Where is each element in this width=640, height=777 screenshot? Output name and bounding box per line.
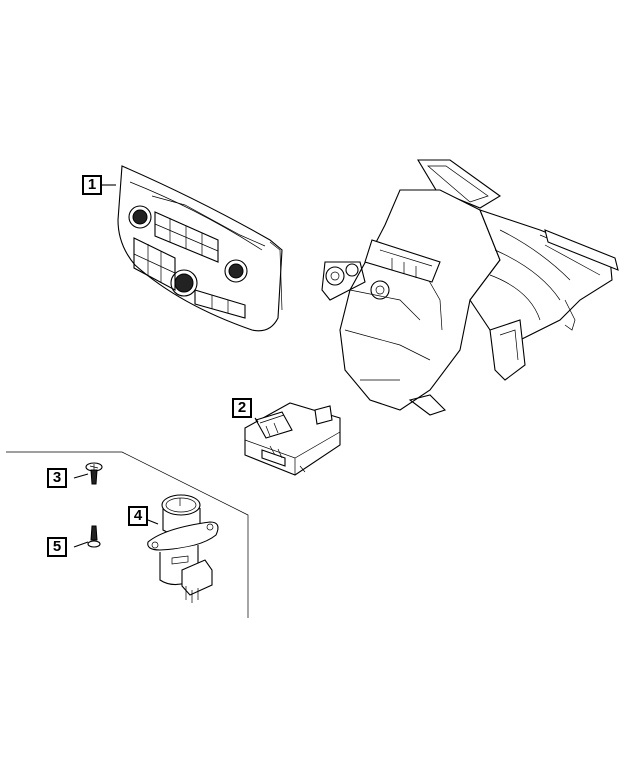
part-3-screw[interactable] bbox=[85, 462, 103, 485]
leader-line-3 bbox=[73, 473, 89, 479]
leader-line-5 bbox=[73, 541, 89, 548]
callout-2[interactable]: 2 bbox=[232, 398, 252, 418]
part-2-hvac-control-module[interactable] bbox=[244, 402, 341, 476]
callout-3[interactable]: 3 bbox=[47, 468, 67, 488]
leader-line-4 bbox=[147, 519, 159, 525]
group-boundary-line bbox=[6, 451, 249, 618]
part-4-blower-motor-connector[interactable] bbox=[147, 494, 219, 603]
callout-1[interactable]: 1 bbox=[82, 175, 102, 195]
part-1-climate-control-panel[interactable] bbox=[117, 165, 283, 332]
callout-4[interactable]: 4 bbox=[128, 506, 148, 526]
leader-line-2 bbox=[254, 417, 259, 423]
part-5-screw[interactable] bbox=[87, 525, 101, 548]
callout-5[interactable]: 5 bbox=[47, 537, 67, 557]
hvac-housing-assembly[interactable] bbox=[321, 159, 619, 416]
